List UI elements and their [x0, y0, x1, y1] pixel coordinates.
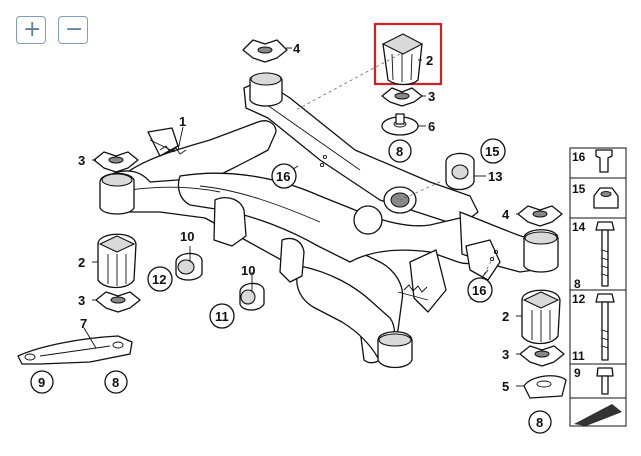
svg-text:16: 16	[276, 169, 290, 184]
callout-1: 1	[179, 114, 186, 129]
svg-text:16: 16	[472, 283, 486, 298]
callout-10-b: 10	[241, 263, 255, 278]
star-washer-4-right[interactable]	[517, 205, 563, 227]
fastener-14-bolt[interactable]: 14 8	[572, 220, 615, 291]
svg-text:12: 12	[152, 272, 166, 287]
support-plate-5[interactable]	[523, 375, 567, 399]
callout-8-bottom-left: 8	[104, 370, 128, 394]
washer-6[interactable]	[381, 113, 419, 136]
fastener-9-bolt[interactable]: 9	[574, 366, 614, 395]
rubber-mount-2-left[interactable]	[97, 233, 137, 289]
callout-16-left: 16	[271, 163, 297, 189]
svg-text:15: 15	[485, 144, 499, 159]
star-washer-3-top[interactable]	[381, 87, 423, 107]
callout-6: 6	[428, 119, 435, 134]
callout-8-top: 8	[388, 139, 412, 163]
frame-mount-bottom[interactable]	[377, 331, 413, 369]
star-washer-4-top[interactable]	[242, 39, 288, 63]
svg-text:8: 8	[536, 415, 543, 430]
svg-text:9: 9	[38, 375, 45, 390]
fastener-15-nut[interactable]: 15	[572, 182, 619, 209]
callout-2-left: 2	[78, 255, 85, 270]
callout-16-right: 16	[467, 277, 493, 303]
frame-mount-left[interactable]	[99, 172, 135, 215]
callout-12: 12	[147, 266, 173, 292]
callout-9: 9	[30, 370, 54, 394]
callout-7: 7	[80, 316, 87, 331]
direction-arrow-icon	[574, 404, 622, 426]
callout-11: 11	[209, 303, 235, 329]
star-washer-3-left-bottom[interactable]	[95, 291, 141, 313]
svg-text:15: 15	[572, 182, 586, 196]
svg-text:9: 9	[574, 366, 581, 380]
svg-text:8: 8	[574, 277, 581, 291]
callout-4-top: 4	[293, 41, 301, 56]
callout-10-a: 10	[180, 229, 194, 244]
bushing-11[interactable]	[239, 282, 265, 311]
callout-4-right: 4	[502, 207, 510, 222]
svg-text:8: 8	[396, 144, 403, 159]
callout-2-right: 2	[502, 309, 509, 324]
star-washer-3-left-top[interactable]	[93, 151, 139, 173]
svg-text:14: 14	[572, 220, 586, 234]
callout-15: 15	[480, 138, 506, 164]
bushing-12[interactable]	[175, 252, 203, 281]
callout-2-top: 2	[426, 53, 433, 68]
fastener-12-bolt[interactable]: 12 11	[572, 292, 615, 363]
callout-3-left-top: 3	[78, 153, 85, 168]
svg-text:11: 11	[572, 349, 585, 363]
svg-text:8: 8	[112, 375, 119, 390]
rubber-mount-2-right[interactable]	[521, 289, 561, 345]
svg-text:11: 11	[215, 309, 229, 324]
callout-3-right: 3	[502, 347, 509, 362]
callout-13: 13	[488, 169, 502, 184]
rear-axle-carrier[interactable]	[107, 79, 551, 364]
callout-3-left-bottom: 3	[78, 293, 85, 308]
rubber-mount-2-highlighted[interactable]	[373, 22, 443, 86]
bracket-plate-7[interactable]	[17, 335, 133, 365]
callout-3-top: 3	[428, 89, 435, 104]
callout-5: 5	[502, 379, 509, 394]
frame-mount-top[interactable]	[249, 72, 283, 107]
fastener-16[interactable]: 16	[572, 149, 613, 173]
bushing-15[interactable]	[445, 152, 475, 191]
zoom-out-button[interactable]: −	[58, 16, 88, 44]
svg-text:16: 16	[572, 150, 586, 164]
zoom-in-button[interactable]: +	[16, 16, 46, 44]
star-washer-3-right[interactable]	[519, 345, 565, 367]
svg-text:12: 12	[572, 292, 586, 306]
callout-8-bottom-right: 8	[528, 410, 552, 434]
frame-mount-right[interactable]	[523, 229, 559, 273]
